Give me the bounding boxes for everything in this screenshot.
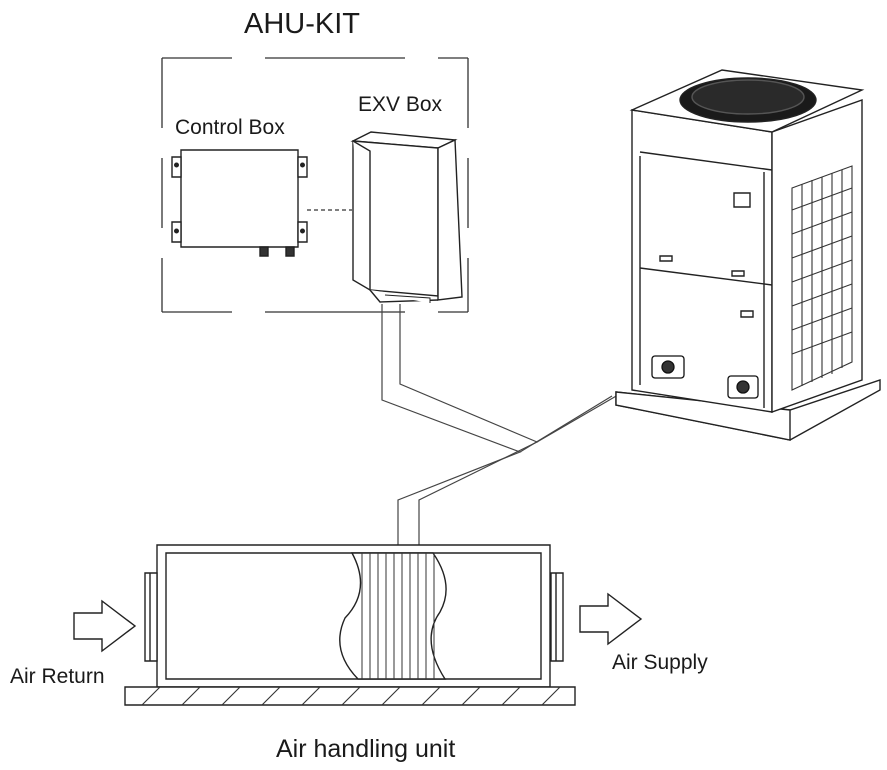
ahu-caption: Air handling unit — [276, 735, 456, 763]
control-box — [172, 150, 307, 256]
ahu-kit-boundary — [162, 58, 468, 312]
control-box-label: Control Box — [175, 116, 285, 139]
outdoor-unit — [616, 70, 880, 440]
diagram-title: AHU-KIT — [244, 8, 360, 40]
exv-box-label: EXV Box — [358, 93, 443, 116]
refrigerant-piping — [382, 304, 618, 545]
air-handling-unit — [125, 545, 575, 705]
air-return-label: Air Return — [10, 665, 105, 688]
air-supply-label: Air Supply — [612, 651, 708, 674]
air-supply-arrow — [580, 594, 641, 644]
exv-box — [353, 132, 462, 303]
air-return-arrow — [74, 601, 135, 651]
